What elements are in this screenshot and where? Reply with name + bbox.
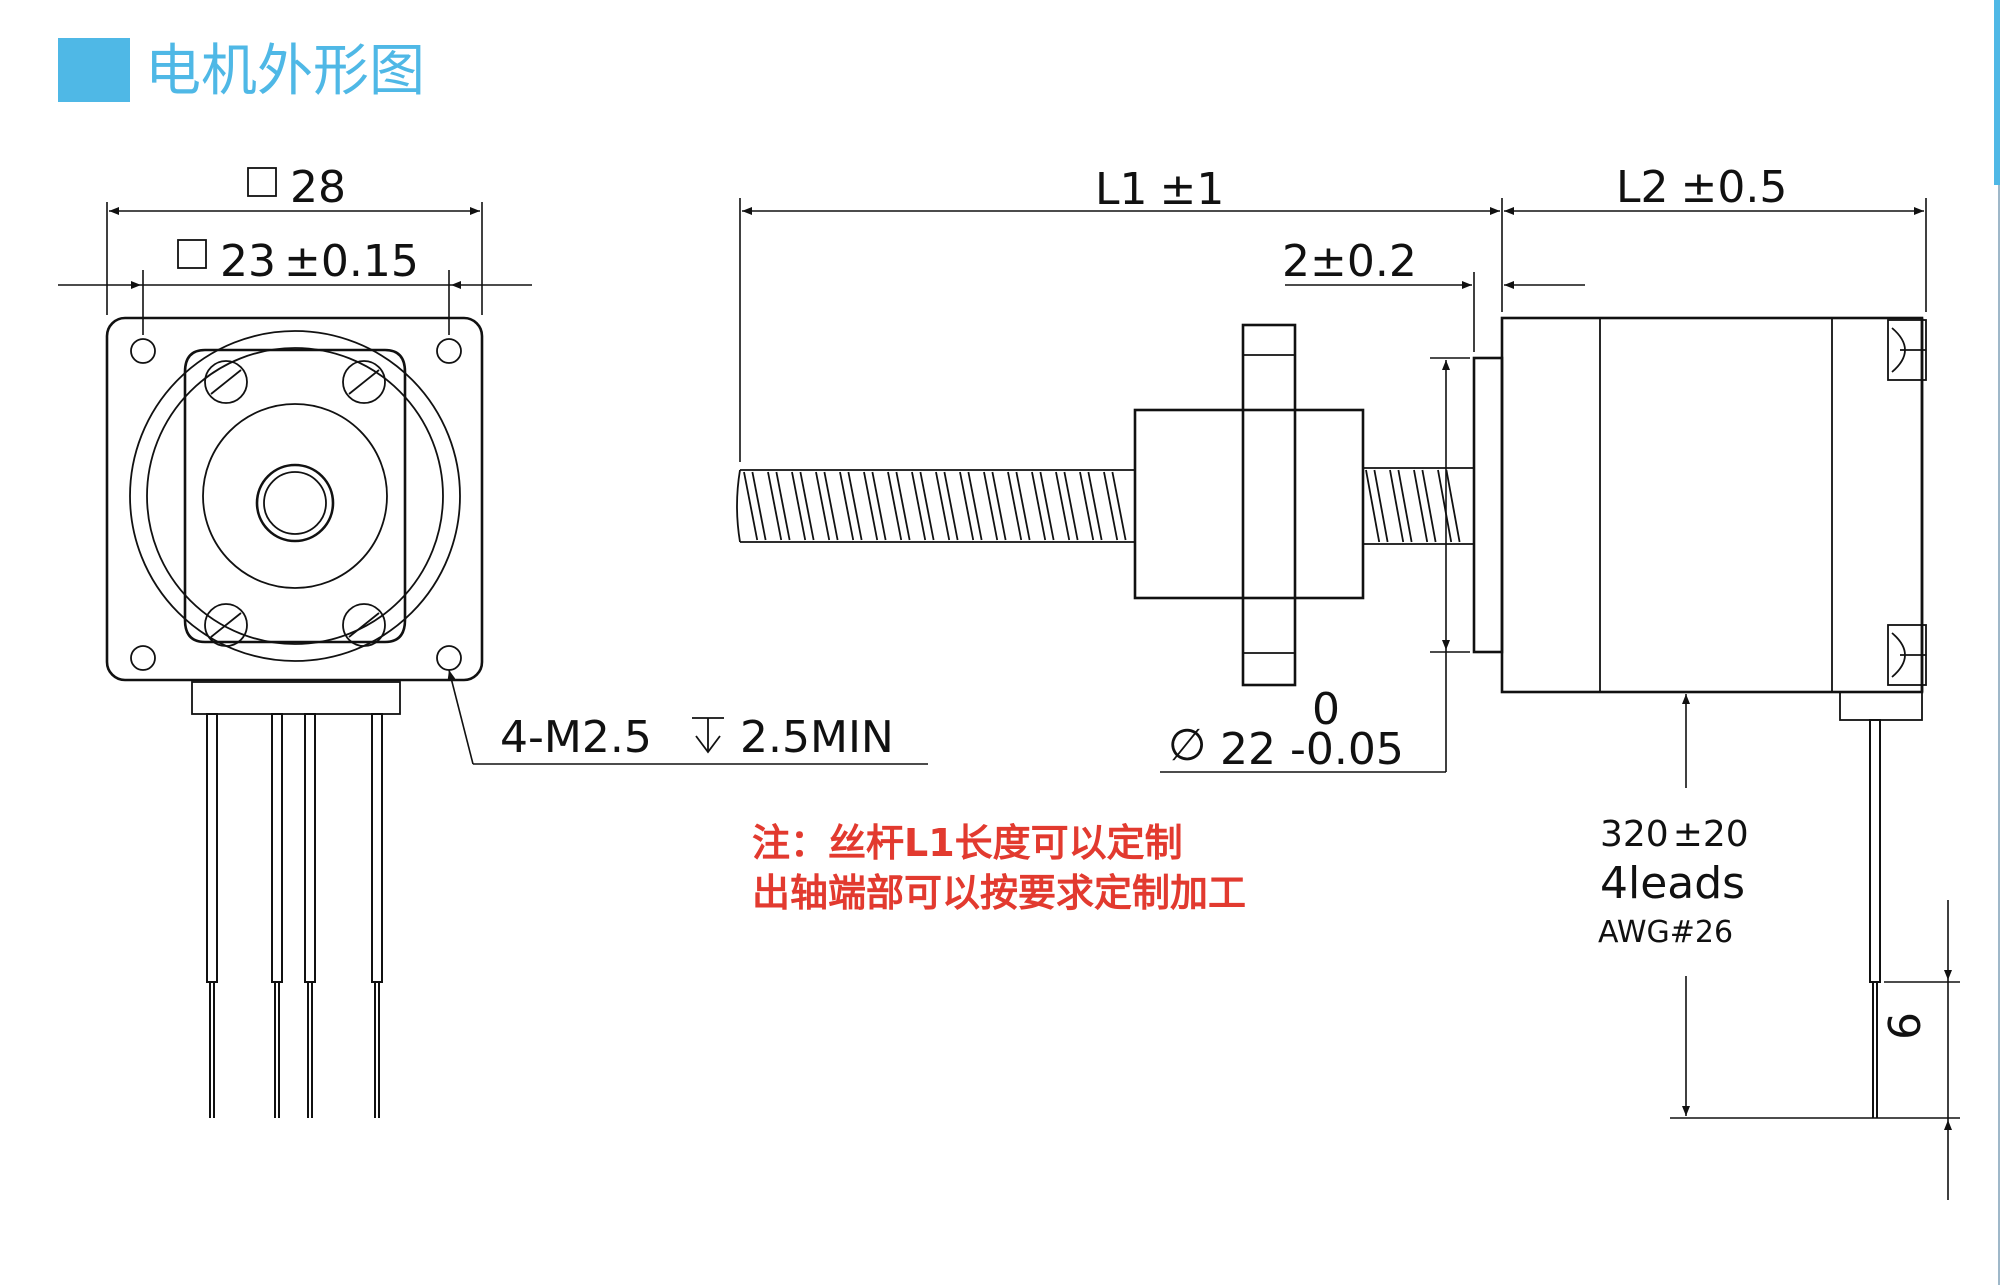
nut-flange bbox=[1241, 323, 1297, 687]
diameter-lower-tol: -0.05 bbox=[1290, 724, 1404, 775]
thread-root bbox=[775, 471, 791, 541]
boss-length-label: 2±0.2 bbox=[1282, 236, 1417, 287]
note-line-2: 出轴端部可以按要求定制加工 bbox=[752, 871, 1246, 915]
thread-crest bbox=[767, 471, 783, 541]
dim-outer-value: 28 bbox=[290, 162, 346, 213]
thread-root bbox=[991, 471, 1007, 541]
thread-crest bbox=[1007, 471, 1023, 541]
mounting-hole bbox=[130, 338, 156, 364]
page-edge-line bbox=[1998, 0, 2000, 1285]
thread-crest bbox=[839, 471, 855, 541]
thread-crest bbox=[935, 471, 951, 541]
thread-root bbox=[967, 471, 983, 541]
thread-root bbox=[751, 471, 767, 541]
l2-label: L2±0.5 bbox=[1616, 162, 1787, 213]
thread-crest bbox=[1031, 471, 1047, 541]
title-accent-block bbox=[58, 38, 130, 102]
note-line-1: 注：丝杆L1长度可以定制 bbox=[752, 821, 1183, 865]
thread-root bbox=[1421, 469, 1437, 543]
front-view: 28 23±0.15 4-M2.5 2.5MIN bbox=[58, 162, 928, 1118]
thread-crest bbox=[743, 471, 759, 541]
thread-crest bbox=[863, 471, 879, 541]
nut-body bbox=[1133, 408, 1365, 600]
lead-wire bbox=[1869, 719, 1881, 983]
thread-crest bbox=[1103, 471, 1119, 541]
flange-screw bbox=[204, 360, 248, 404]
depth-symbol-icon bbox=[692, 717, 724, 754]
diameter-upper-tol: 0 bbox=[1312, 684, 1340, 735]
lead-exit-block bbox=[191, 681, 401, 715]
strip-length-label: 6 bbox=[1880, 1012, 1931, 1040]
thread-root bbox=[1111, 471, 1127, 541]
mounting-hole bbox=[130, 645, 156, 671]
thread-root bbox=[1063, 471, 1079, 541]
flange-screw bbox=[204, 603, 248, 647]
thread-crest bbox=[1413, 469, 1429, 543]
hole-callout-text: 4-M2.5 bbox=[500, 712, 652, 763]
mounting-hole bbox=[436, 338, 462, 364]
flange-screw bbox=[342, 603, 386, 647]
thread-crest bbox=[1389, 469, 1405, 543]
thread-crest bbox=[911, 471, 927, 541]
lead-wires bbox=[206, 713, 383, 1118]
nut-flange-face bbox=[183, 348, 407, 644]
thread-root bbox=[1039, 471, 1055, 541]
motor-boss bbox=[1472, 356, 1504, 654]
side-view: L1±1 L2±0.5 2±0.2 ∅ 22 0 -0.05 320±20 4l… bbox=[736, 162, 1960, 1200]
diameter-symbol: ∅ bbox=[1168, 720, 1206, 771]
thread-crest bbox=[791, 471, 807, 541]
lead-exit-block bbox=[1839, 691, 1923, 721]
lead-length-label: 320±20 bbox=[1600, 814, 1749, 855]
nut-body-circle bbox=[202, 403, 388, 589]
lead-screw-thread-left bbox=[736, 469, 1135, 543]
diameter-value: 22 bbox=[1220, 724, 1276, 775]
callout-leader bbox=[447, 669, 474, 765]
hole-depth-text: 2.5MIN bbox=[740, 712, 894, 763]
end-cap-bolt-icon bbox=[1887, 624, 1927, 686]
section-title: 电机外形图 bbox=[145, 39, 425, 104]
lead-gauge-label: AWG#26 bbox=[1598, 915, 1733, 950]
lead-screw-thread-right bbox=[1363, 467, 1474, 545]
square-symbol bbox=[177, 239, 207, 269]
motor-body bbox=[1500, 316, 1924, 694]
mounting-hole bbox=[436, 645, 462, 671]
thread-root bbox=[919, 471, 935, 541]
thread-crest bbox=[1055, 471, 1071, 541]
thread-root bbox=[1373, 469, 1389, 543]
boss-outer-ring bbox=[129, 330, 461, 662]
boss-inner-ring bbox=[146, 347, 444, 645]
thread-crest bbox=[983, 471, 999, 541]
lead-screw-inner bbox=[263, 471, 327, 535]
thread-crest bbox=[959, 471, 975, 541]
lead-count-label: 4leads bbox=[1600, 858, 1745, 909]
thread-crest bbox=[1365, 469, 1381, 543]
thread-root bbox=[1397, 469, 1413, 543]
thread-crest bbox=[887, 471, 903, 541]
thread-crest bbox=[815, 471, 831, 541]
thread-root bbox=[799, 471, 815, 541]
thread-root bbox=[895, 471, 911, 541]
page-edge-accent bbox=[1994, 0, 2000, 185]
flange-screw bbox=[342, 360, 386, 404]
thread-root bbox=[1087, 471, 1103, 541]
thread-root bbox=[1015, 471, 1031, 541]
dim-inner-value: 23±0.15 bbox=[220, 236, 419, 287]
square-symbol bbox=[247, 167, 277, 197]
motor-flange-square bbox=[105, 316, 484, 682]
thread-root bbox=[871, 471, 887, 541]
lead-screw-end bbox=[255, 463, 335, 543]
thread-root bbox=[847, 471, 863, 541]
l1-label: L1±1 bbox=[1095, 164, 1224, 215]
thread-root bbox=[823, 471, 839, 541]
end-cap-bolt-icon bbox=[1887, 319, 1927, 381]
thread-crest bbox=[1079, 471, 1095, 541]
thread-root bbox=[943, 471, 959, 541]
